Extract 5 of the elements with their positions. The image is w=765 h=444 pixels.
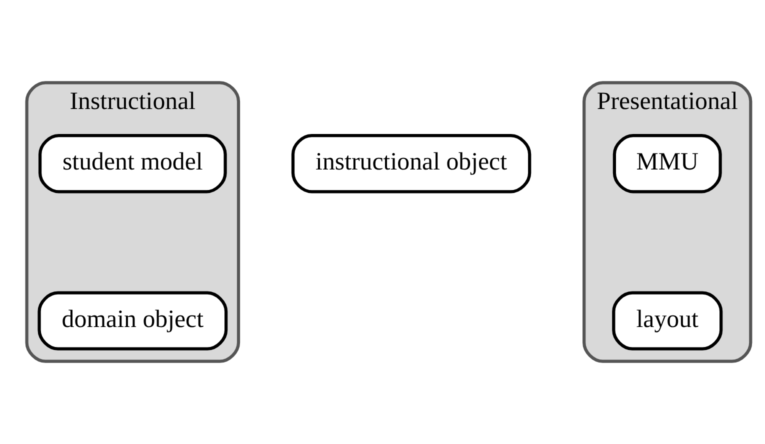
node-box: instructional object bbox=[291, 134, 532, 194]
node-box: student model bbox=[38, 134, 227, 194]
node-box: layout bbox=[612, 291, 723, 350]
node-box: MMU bbox=[612, 134, 722, 194]
node-box: domain object bbox=[38, 291, 228, 350]
